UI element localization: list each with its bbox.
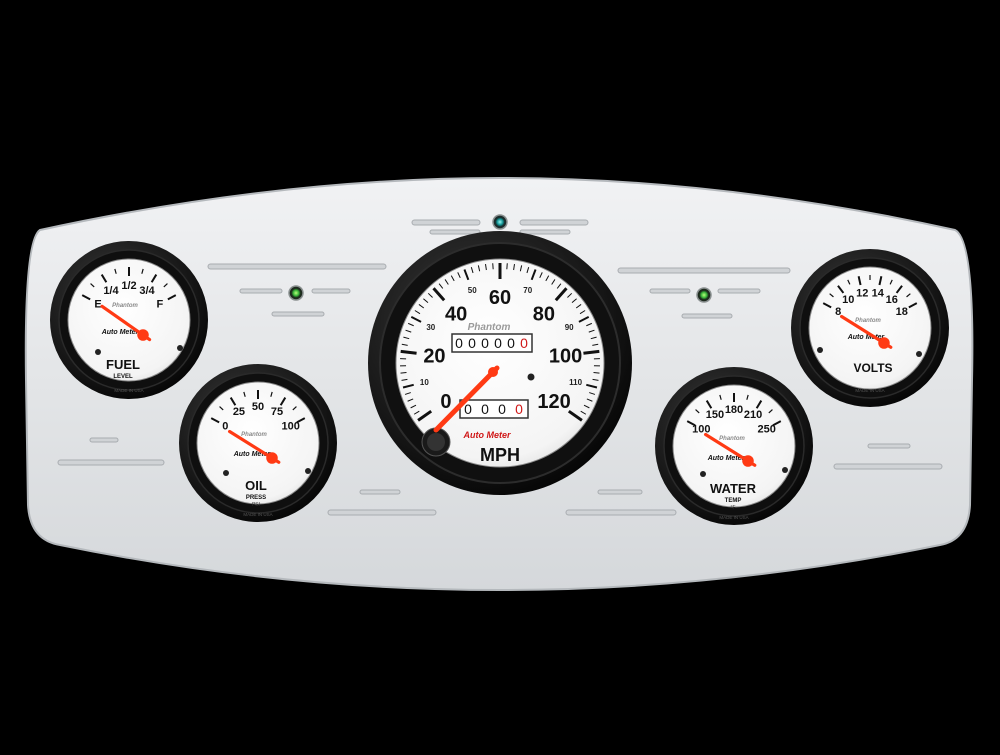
oil-label-1: 25	[233, 406, 245, 418]
odometer-digit: 0	[481, 335, 489, 351]
volts-label-4: 16	[886, 294, 898, 306]
speedometer-minor-label: 30	[426, 323, 435, 332]
oil-made-in-label: MADE IN USA	[243, 512, 272, 517]
oil-screw-left-icon	[223, 470, 229, 476]
speedometer-unit-label: MPH	[480, 445, 520, 465]
fuel-label-3: 3/4	[139, 285, 155, 297]
odometer-digit: 0	[494, 335, 502, 351]
volts-made-in-label: MADE IN USA	[855, 388, 884, 393]
speedometer-minor-label: 10	[420, 378, 429, 387]
odometer-digit: 0	[520, 335, 528, 351]
fuel-title: FUEL	[106, 357, 140, 372]
speedometer-series-label: Phantom	[468, 322, 511, 333]
trip-digit: 0	[481, 401, 489, 417]
water-label-3: 210	[744, 409, 762, 421]
volts-label-2: 12	[856, 288, 868, 300]
oil-title: OIL	[245, 478, 267, 493]
trip-digit: 0	[515, 401, 523, 417]
speedometer-major-label: 100	[549, 345, 582, 367]
speedometer-major-label: 40	[445, 304, 467, 326]
indicator-light-left-turn-icon	[289, 286, 303, 300]
water-label-2: 180	[725, 404, 743, 416]
fuel-series-label: Phantom	[112, 303, 138, 309]
water-subtitle: TEMP	[725, 498, 742, 504]
fuel-screw-left-icon	[95, 349, 101, 355]
oil-subtitle: PRESS	[246, 495, 266, 501]
oil-label-0: 0	[222, 420, 228, 432]
oil-label-4: 100	[281, 420, 299, 432]
water-screw-left-icon	[700, 471, 706, 477]
oil-unit: PSI	[252, 502, 260, 508]
indicator-light-high-beam-icon	[493, 215, 507, 229]
water-series-label: Phantom	[719, 436, 745, 442]
indicator-light-right-turn-icon	[697, 288, 711, 302]
volts-label-3: 14	[872, 288, 885, 300]
oil-series-label: Phantom	[241, 432, 267, 438]
odometer-digit: 0	[468, 335, 476, 351]
water-screw-right-icon	[782, 467, 788, 473]
speedometer-screw-icon	[528, 374, 535, 381]
fuel-subtitle: LEVEL	[113, 374, 133, 380]
water-made-in-label: MADE IN USA	[719, 515, 748, 520]
trip-digit: 0	[498, 401, 506, 417]
water-title: WATER	[710, 481, 757, 496]
oil-label-3: 75	[271, 406, 283, 418]
volts-label-5: 18	[896, 306, 908, 318]
oil-screw-right-icon	[305, 468, 311, 474]
fuel-label-2: 1/2	[121, 280, 136, 292]
volts-title: VOLTS	[853, 361, 892, 375]
speedometer-minor-label: 50	[468, 286, 477, 295]
volts-series-label: Phantom	[855, 318, 881, 324]
volts-screw-left-icon	[817, 347, 823, 353]
speedometer-major-label: 20	[423, 345, 445, 367]
volts-screw-right-icon	[916, 351, 922, 357]
water-unit: °F	[730, 505, 735, 511]
speedometer-minor-label: 110	[569, 378, 582, 387]
fuel-label-4: F	[157, 298, 164, 310]
fuel-screw-right-icon	[177, 345, 183, 351]
fuel-label-0: E	[94, 298, 101, 310]
oil-label-2: 50	[252, 401, 264, 413]
water-label-0: 100	[692, 423, 710, 435]
odometer-digit: 0	[455, 335, 463, 351]
fuel-made-in-label: MADE IN USA	[114, 388, 143, 393]
speedometer-major-label: 120	[537, 391, 570, 413]
odometer-digit: 0	[507, 335, 515, 351]
speedometer-brand-logo: Auto Meter	[463, 430, 511, 440]
water-label-1: 150	[706, 409, 724, 421]
speedometer-minor-label: 90	[565, 323, 574, 332]
water-label-4: 250	[757, 423, 775, 435]
volts-label-1: 10	[842, 294, 854, 306]
speedometer-major-label: 80	[533, 304, 555, 326]
speedometer-major-label: 0	[440, 391, 451, 413]
fuel-label-1: 1/4	[103, 285, 119, 297]
speedometer-minor-label: 70	[523, 286, 532, 295]
speedometer-major-label: 60	[489, 287, 511, 309]
